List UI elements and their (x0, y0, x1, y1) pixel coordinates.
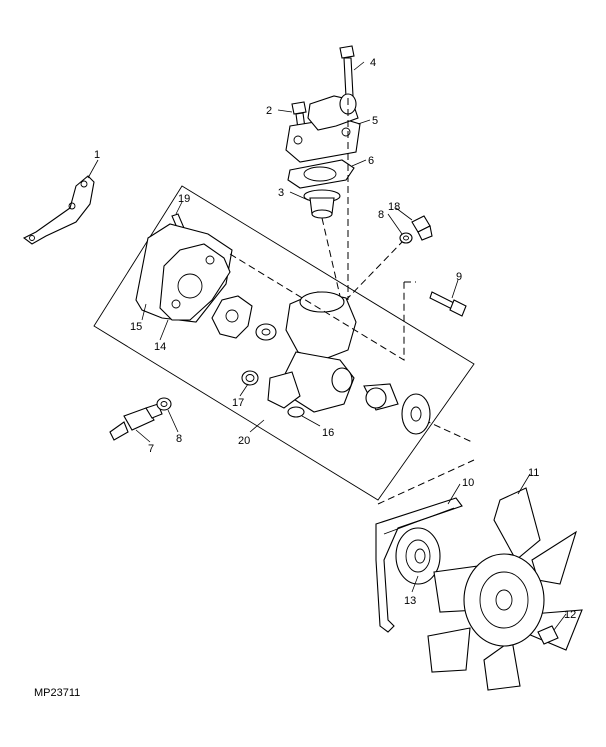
callout-4: 4 (370, 57, 376, 69)
water-pump-housing (267, 291, 357, 413)
callout-12: 12 (564, 609, 576, 621)
callout-2: 2 (266, 105, 272, 117)
callout-16: 16 (322, 427, 334, 439)
callout-18: 18 (388, 201, 400, 213)
callout-5: 5 (372, 115, 378, 127)
part-5-water-outlet (285, 93, 361, 163)
part-9-bolt (429, 291, 467, 317)
alignment-line (229, 253, 405, 361)
assembly-outline (93, 185, 475, 501)
bearing-shaft (363, 383, 399, 411)
impeller (211, 295, 253, 339)
alignment-line (321, 217, 341, 297)
part-8-washer (399, 232, 413, 244)
part-11-fan (427, 487, 583, 691)
hub-flange (401, 393, 431, 435)
part-7-temperature-switch (109, 403, 163, 441)
part-16-o-ring (287, 406, 305, 418)
callout-17: 17 (232, 397, 244, 409)
callout-10: 10 (462, 477, 474, 489)
callout-11: 11 (528, 467, 539, 479)
callout-15: 15 (130, 321, 142, 333)
callout-7: 7 (148, 443, 154, 455)
part-1-bracket (22, 175, 95, 245)
part-18-sender (411, 215, 433, 241)
leader-lines (87, 61, 567, 631)
alignment-line (345, 239, 405, 301)
alignment-line (423, 419, 473, 443)
part-17-o-ring (241, 370, 259, 386)
callout-19: 19 (178, 193, 190, 205)
part-6-gasket (287, 159, 355, 189)
part-10-fan-belt (375, 497, 463, 633)
part-14-back-plate (159, 243, 231, 321)
alignment-line (377, 459, 475, 505)
figure-id: MP23711 (34, 687, 80, 699)
callout-14: 14 (154, 341, 166, 353)
part-12-bolt (537, 625, 559, 645)
callout-6: 6 (368, 155, 374, 167)
callout-13: 13 (404, 595, 416, 607)
callout-20: 20 (238, 435, 250, 447)
part-8-washer-lower (156, 397, 172, 411)
part-4-bolt (339, 45, 355, 98)
seal (255, 323, 277, 341)
part-3-thermostat (303, 189, 341, 219)
callout-8-lower: 8 (176, 433, 182, 445)
callout-labels: 1 2 3 4 5 6 7 8 8 9 10 11 12 13 14 15 16… (94, 57, 576, 621)
callout-3: 3 (278, 187, 284, 199)
callout-8-upper: 8 (378, 209, 384, 221)
callout-1: 1 (94, 149, 100, 161)
part-13-pulley (395, 527, 441, 585)
callout-9: 9 (456, 271, 462, 283)
